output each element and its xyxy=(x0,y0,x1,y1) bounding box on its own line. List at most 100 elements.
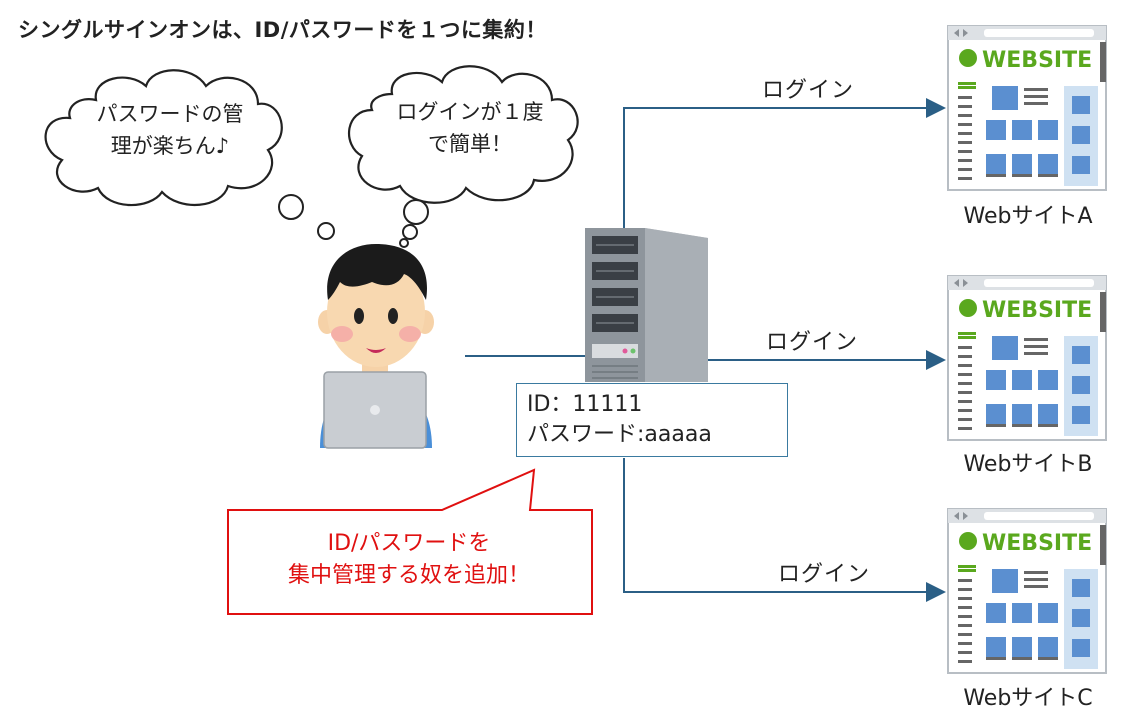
grid-thumb xyxy=(986,404,1006,424)
grid-thumb xyxy=(1038,120,1058,140)
text-line xyxy=(958,633,972,636)
grid-thumb xyxy=(986,370,1006,390)
thought-bubble xyxy=(317,222,335,240)
grid-thumb xyxy=(1012,154,1032,174)
grid-thumb xyxy=(1038,637,1058,657)
callout-line1: ID/パスワードを xyxy=(327,531,491,556)
thought-left-line2: 理が楽ちん♪ xyxy=(110,134,230,158)
text-line xyxy=(958,114,972,117)
login-label-c: ログイン xyxy=(778,562,871,587)
server-icon xyxy=(585,228,708,382)
text-line xyxy=(1024,102,1048,105)
text-line xyxy=(958,642,972,645)
text-line xyxy=(958,177,972,180)
text-line xyxy=(1024,345,1048,348)
forward-icon xyxy=(963,29,968,37)
text-line xyxy=(958,391,972,394)
sidebar-thumb xyxy=(1072,96,1090,114)
text-line xyxy=(958,382,972,385)
thought-bubble xyxy=(278,194,304,220)
grid-thumb xyxy=(1038,154,1058,174)
scrollbar xyxy=(1100,292,1106,332)
site-heading-bar xyxy=(958,336,976,339)
site-caption-b: WebサイトB xyxy=(963,452,1093,477)
text-line xyxy=(958,141,972,144)
sidebar-thumb xyxy=(1072,609,1090,627)
text-line xyxy=(1012,424,1032,427)
text-line xyxy=(958,588,972,591)
website-logo-icon xyxy=(959,299,977,317)
grid-thumb xyxy=(1038,370,1058,390)
text-line xyxy=(958,150,972,153)
website-logo-text: WEBSITE xyxy=(982,298,1092,323)
diagram-title: シングルサインオンは、ID/パスワードを１つに集約！ xyxy=(18,18,547,42)
text-line xyxy=(1024,578,1048,581)
thought-cloud-left xyxy=(44,69,283,207)
text-line xyxy=(958,660,972,663)
website-logo-icon xyxy=(959,532,977,550)
website-logo-text: WEBSITE xyxy=(982,48,1092,73)
website-c-illustration: WEBSITE xyxy=(947,508,1107,674)
text-line xyxy=(958,346,972,349)
text-line xyxy=(986,657,1006,660)
text-line xyxy=(958,96,972,99)
text-line xyxy=(958,400,972,403)
text-line xyxy=(958,418,972,421)
text-line xyxy=(958,597,972,600)
text-line xyxy=(1038,174,1058,177)
text-line xyxy=(958,606,972,609)
grid-thumb xyxy=(1038,603,1058,623)
sidebar-thumb xyxy=(1072,639,1090,657)
site-heading-bar xyxy=(958,332,976,335)
grid-thumb xyxy=(1012,637,1032,657)
credential-password: パスワード:aaaaa xyxy=(527,422,712,447)
text-line xyxy=(1024,352,1048,355)
back-icon xyxy=(954,279,959,287)
text-line xyxy=(958,409,972,412)
text-line xyxy=(1012,174,1032,177)
forward-icon xyxy=(963,512,968,520)
text-line xyxy=(958,105,972,108)
back-icon xyxy=(954,29,959,37)
thought-right-line1: ログインが１度 xyxy=(396,100,544,124)
text-line xyxy=(958,123,972,126)
scrollbar xyxy=(1100,525,1106,565)
text-line xyxy=(1024,88,1048,91)
site-heading-bar xyxy=(958,82,976,85)
text-line xyxy=(986,424,1006,427)
login-arrow-a xyxy=(623,98,946,232)
text-line xyxy=(958,615,972,618)
laptop-icon xyxy=(323,371,427,449)
sidebar-thumb xyxy=(1072,406,1090,424)
hero-image xyxy=(992,336,1018,360)
text-line xyxy=(1024,95,1048,98)
login-label-b: ログイン xyxy=(766,330,859,355)
address-bar xyxy=(984,29,1094,37)
scrollbar xyxy=(1100,42,1106,82)
text-line xyxy=(958,624,972,627)
thought-bubble xyxy=(403,199,429,225)
website-b-illustration: WEBSITE xyxy=(947,275,1107,441)
text-line xyxy=(958,651,972,654)
website-a-illustration: WEBSITE xyxy=(947,25,1107,191)
text-line xyxy=(1024,571,1048,574)
site-caption-c: WebサイトC xyxy=(963,686,1093,711)
sidebar-thumb xyxy=(1072,126,1090,144)
callout-text: ID/パスワードを 集中管理する奴を追加！ xyxy=(228,528,590,592)
grid-thumb xyxy=(1012,370,1032,390)
site-heading-bar xyxy=(958,565,976,568)
thought-bubble xyxy=(402,224,418,240)
login-label-a: ログイン xyxy=(762,78,855,103)
thought-right-line2: で簡単！ xyxy=(428,132,512,156)
thought-bubble xyxy=(399,238,409,248)
site-caption-a: WebサイトA xyxy=(963,204,1093,229)
credential-id: ID：11111 xyxy=(527,392,643,417)
site-heading-bar xyxy=(958,86,976,89)
login-arrow-c xyxy=(623,458,946,602)
text-line xyxy=(1012,657,1032,660)
grid-thumb xyxy=(1012,603,1032,623)
text-line xyxy=(958,132,972,135)
text-line xyxy=(1038,424,1058,427)
grid-thumb xyxy=(1038,404,1058,424)
